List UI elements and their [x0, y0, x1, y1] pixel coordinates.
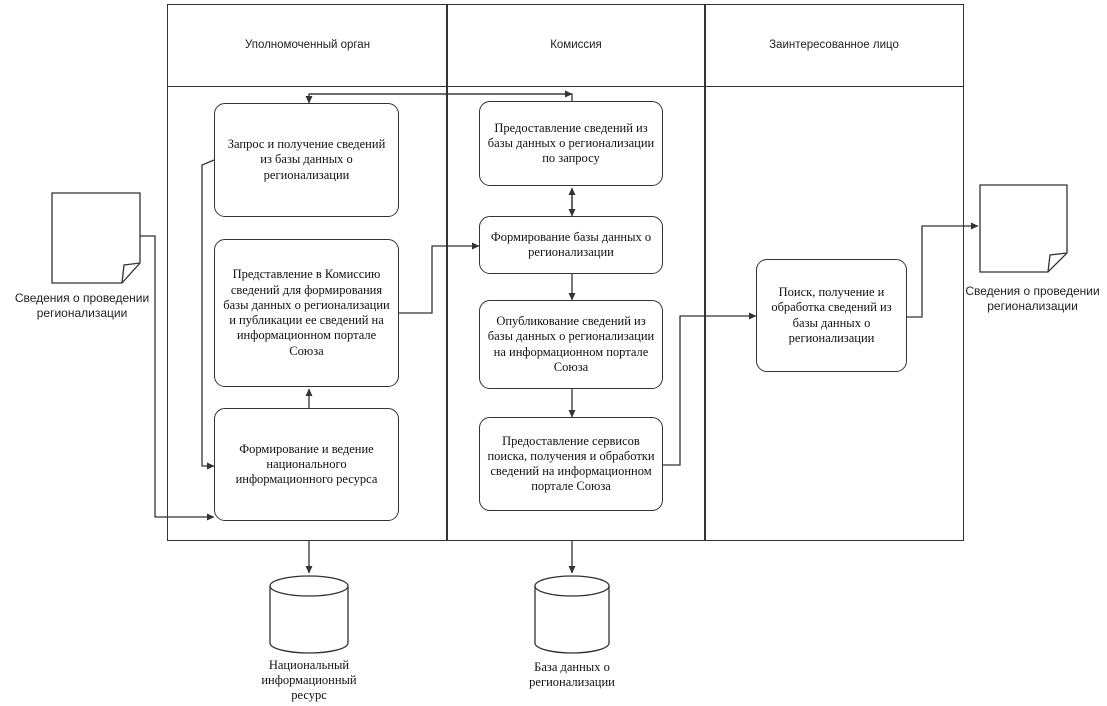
step-provide-services: Предоставление сервисов поиска, получени… [479, 417, 663, 511]
lane-authority [167, 4, 448, 541]
step-request-data: Запрос и получение сведений из базы данн… [214, 103, 399, 217]
lane-title-interested-party: Заинтересованное лицо [769, 39, 899, 51]
step-search-data: Поиск, получение и обработка сведений из… [756, 259, 907, 372]
arrow-request-to-national-resource [201, 159, 215, 470]
step-form-database: Формирование базы данных о регионализаци… [479, 216, 663, 274]
input-document-icon [51, 192, 141, 284]
lane-interested-party [704, 4, 964, 541]
step-publish-data: Опубликование сведений из базы данных о … [479, 300, 663, 389]
regionalization-datastore-label: База данных о регионализации [529, 660, 615, 689]
lane-title-authority: Уполномоченный орган [244, 39, 371, 51]
step-national-resource: Формирование и ведение национального инф… [214, 408, 399, 521]
lane-header-divider [167, 86, 964, 87]
arrow-input-to-national-resource [140, 235, 215, 521]
arrow-search-to-output [907, 222, 979, 318]
regionalization-datastore-icon [534, 575, 610, 654]
arrow-submit-to-form-db [399, 242, 480, 314]
lane-title-commission: Комиссия [550, 39, 602, 51]
national-datastore-label: Национальный информационный ресурс [261, 658, 357, 702]
output-document-icon [979, 184, 1068, 273]
output-document-label: Сведения о проведении регионализации [965, 284, 1100, 313]
step-submit-to-commission: Представление в Комиссию сведений для фо… [214, 239, 399, 387]
lane-commission [446, 4, 706, 541]
national-datastore-icon [269, 575, 349, 654]
input-document-label: Сведения о проведении регионализации [14, 291, 150, 320]
step-provide-data: Предоставление сведений из базы данных о… [479, 101, 663, 186]
arrow-services-to-search [663, 312, 757, 466]
